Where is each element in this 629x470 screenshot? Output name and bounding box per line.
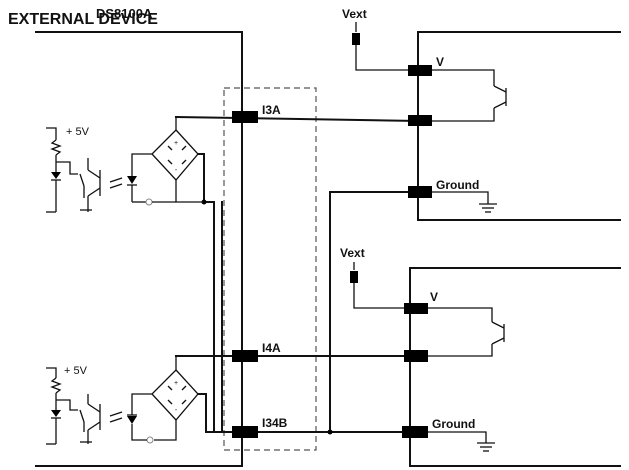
i3a-label: I3A — [262, 103, 281, 117]
terminal-v-bottom — [404, 303, 428, 314]
ground-bottom-label: Ground — [432, 417, 475, 431]
plus5v-bottom-label: + 5V — [64, 365, 88, 377]
wire-common-bottom — [197, 393, 223, 433]
i34b-label: I34B — [262, 416, 288, 430]
svg-text:-: - — [175, 167, 178, 174]
svg-text:+: + — [174, 380, 178, 387]
wire-common-top — [197, 153, 223, 433]
vext-top-source — [352, 33, 360, 45]
led-bottom — [127, 416, 137, 424]
test-point-bottom — [146, 436, 154, 444]
ds8100a-label: DS8100A — [96, 6, 153, 21]
terminal-block-outline — [223, 87, 317, 451]
resistor-bottom — [50, 377, 62, 394]
terminal-v-top — [408, 65, 432, 76]
v-bottom-label: V — [430, 290, 438, 304]
i4a-label: I4A — [262, 341, 281, 355]
ground-top-label: Ground — [436, 178, 479, 192]
svg-text:-: - — [175, 407, 178, 414]
sensor-bottom-enclosure — [409, 267, 621, 467]
external-device-label: EXTERNAL DEVICE — [8, 11, 158, 28]
vext-top-label: Vext — [342, 7, 367, 21]
terminal-i34b — [232, 426, 258, 438]
vext-bottom-label: Vext — [340, 246, 365, 260]
terminal-ground-top — [408, 186, 432, 198]
led-top — [127, 176, 137, 184]
vext-bottom-source — [350, 271, 358, 283]
svg-text:+: + — [174, 140, 178, 147]
terminal-output-top — [408, 115, 432, 126]
terminal-i4a — [232, 350, 258, 362]
wire-i3a — [174, 115, 420, 123]
resistor-top — [50, 139, 62, 156]
plus5v-top-label: + 5V — [66, 126, 90, 138]
terminal-output-bottom — [404, 350, 428, 362]
terminal-i3a — [232, 111, 258, 123]
wire-ground-top-return — [329, 191, 419, 433]
v-top-label: V — [436, 55, 444, 69]
terminal-ground-bottom — [402, 426, 428, 438]
test-point-top — [145, 198, 153, 206]
